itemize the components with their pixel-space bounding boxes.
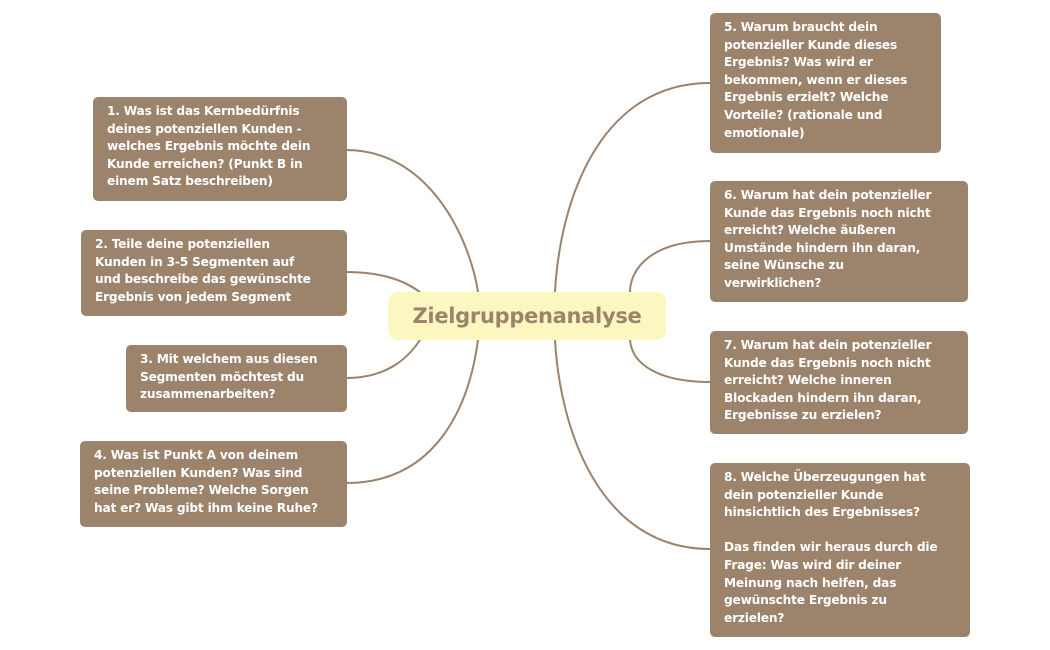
node-1-kernbeduerfnis[interactable]: 1. Was ist das Kernbedürfnis deines pote… xyxy=(93,97,347,201)
link-node-6 xyxy=(629,240,711,293)
node-7-innere-blockaden[interactable]: 7. Warum hat dein potenzieller Kunde das… xyxy=(710,331,968,434)
link-node-5 xyxy=(554,82,711,293)
link-node-4 xyxy=(345,339,479,484)
central-topic[interactable]: Zielgruppenanalyse xyxy=(388,292,666,340)
link-node-2 xyxy=(345,271,421,293)
node-5-warum-ergebnis[interactable]: 5. Warum braucht dein potenzieller Kunde… xyxy=(710,13,941,153)
node-8-ueberzeugungen[interactable]: 8. Welche Überzeugungen hat dein potenzi… xyxy=(710,463,970,637)
node-2-segmente[interactable]: 2. Teile deine potenziellen Kunden in 3-… xyxy=(81,230,347,316)
link-node-3 xyxy=(345,339,421,379)
node-3-segment-wahl[interactable]: 3. Mit welchem aus diesen Segmenten möch… xyxy=(126,345,347,412)
link-node-1 xyxy=(345,149,479,293)
node-6-aeussere-umstaende[interactable]: 6. Warum hat dein potenzieller Kunde das… xyxy=(710,181,968,302)
node-4-punkt-a[interactable]: 4. Was ist Punkt A von deinem potenziell… xyxy=(80,441,347,527)
link-node-8 xyxy=(554,339,711,550)
link-node-7 xyxy=(629,339,711,383)
